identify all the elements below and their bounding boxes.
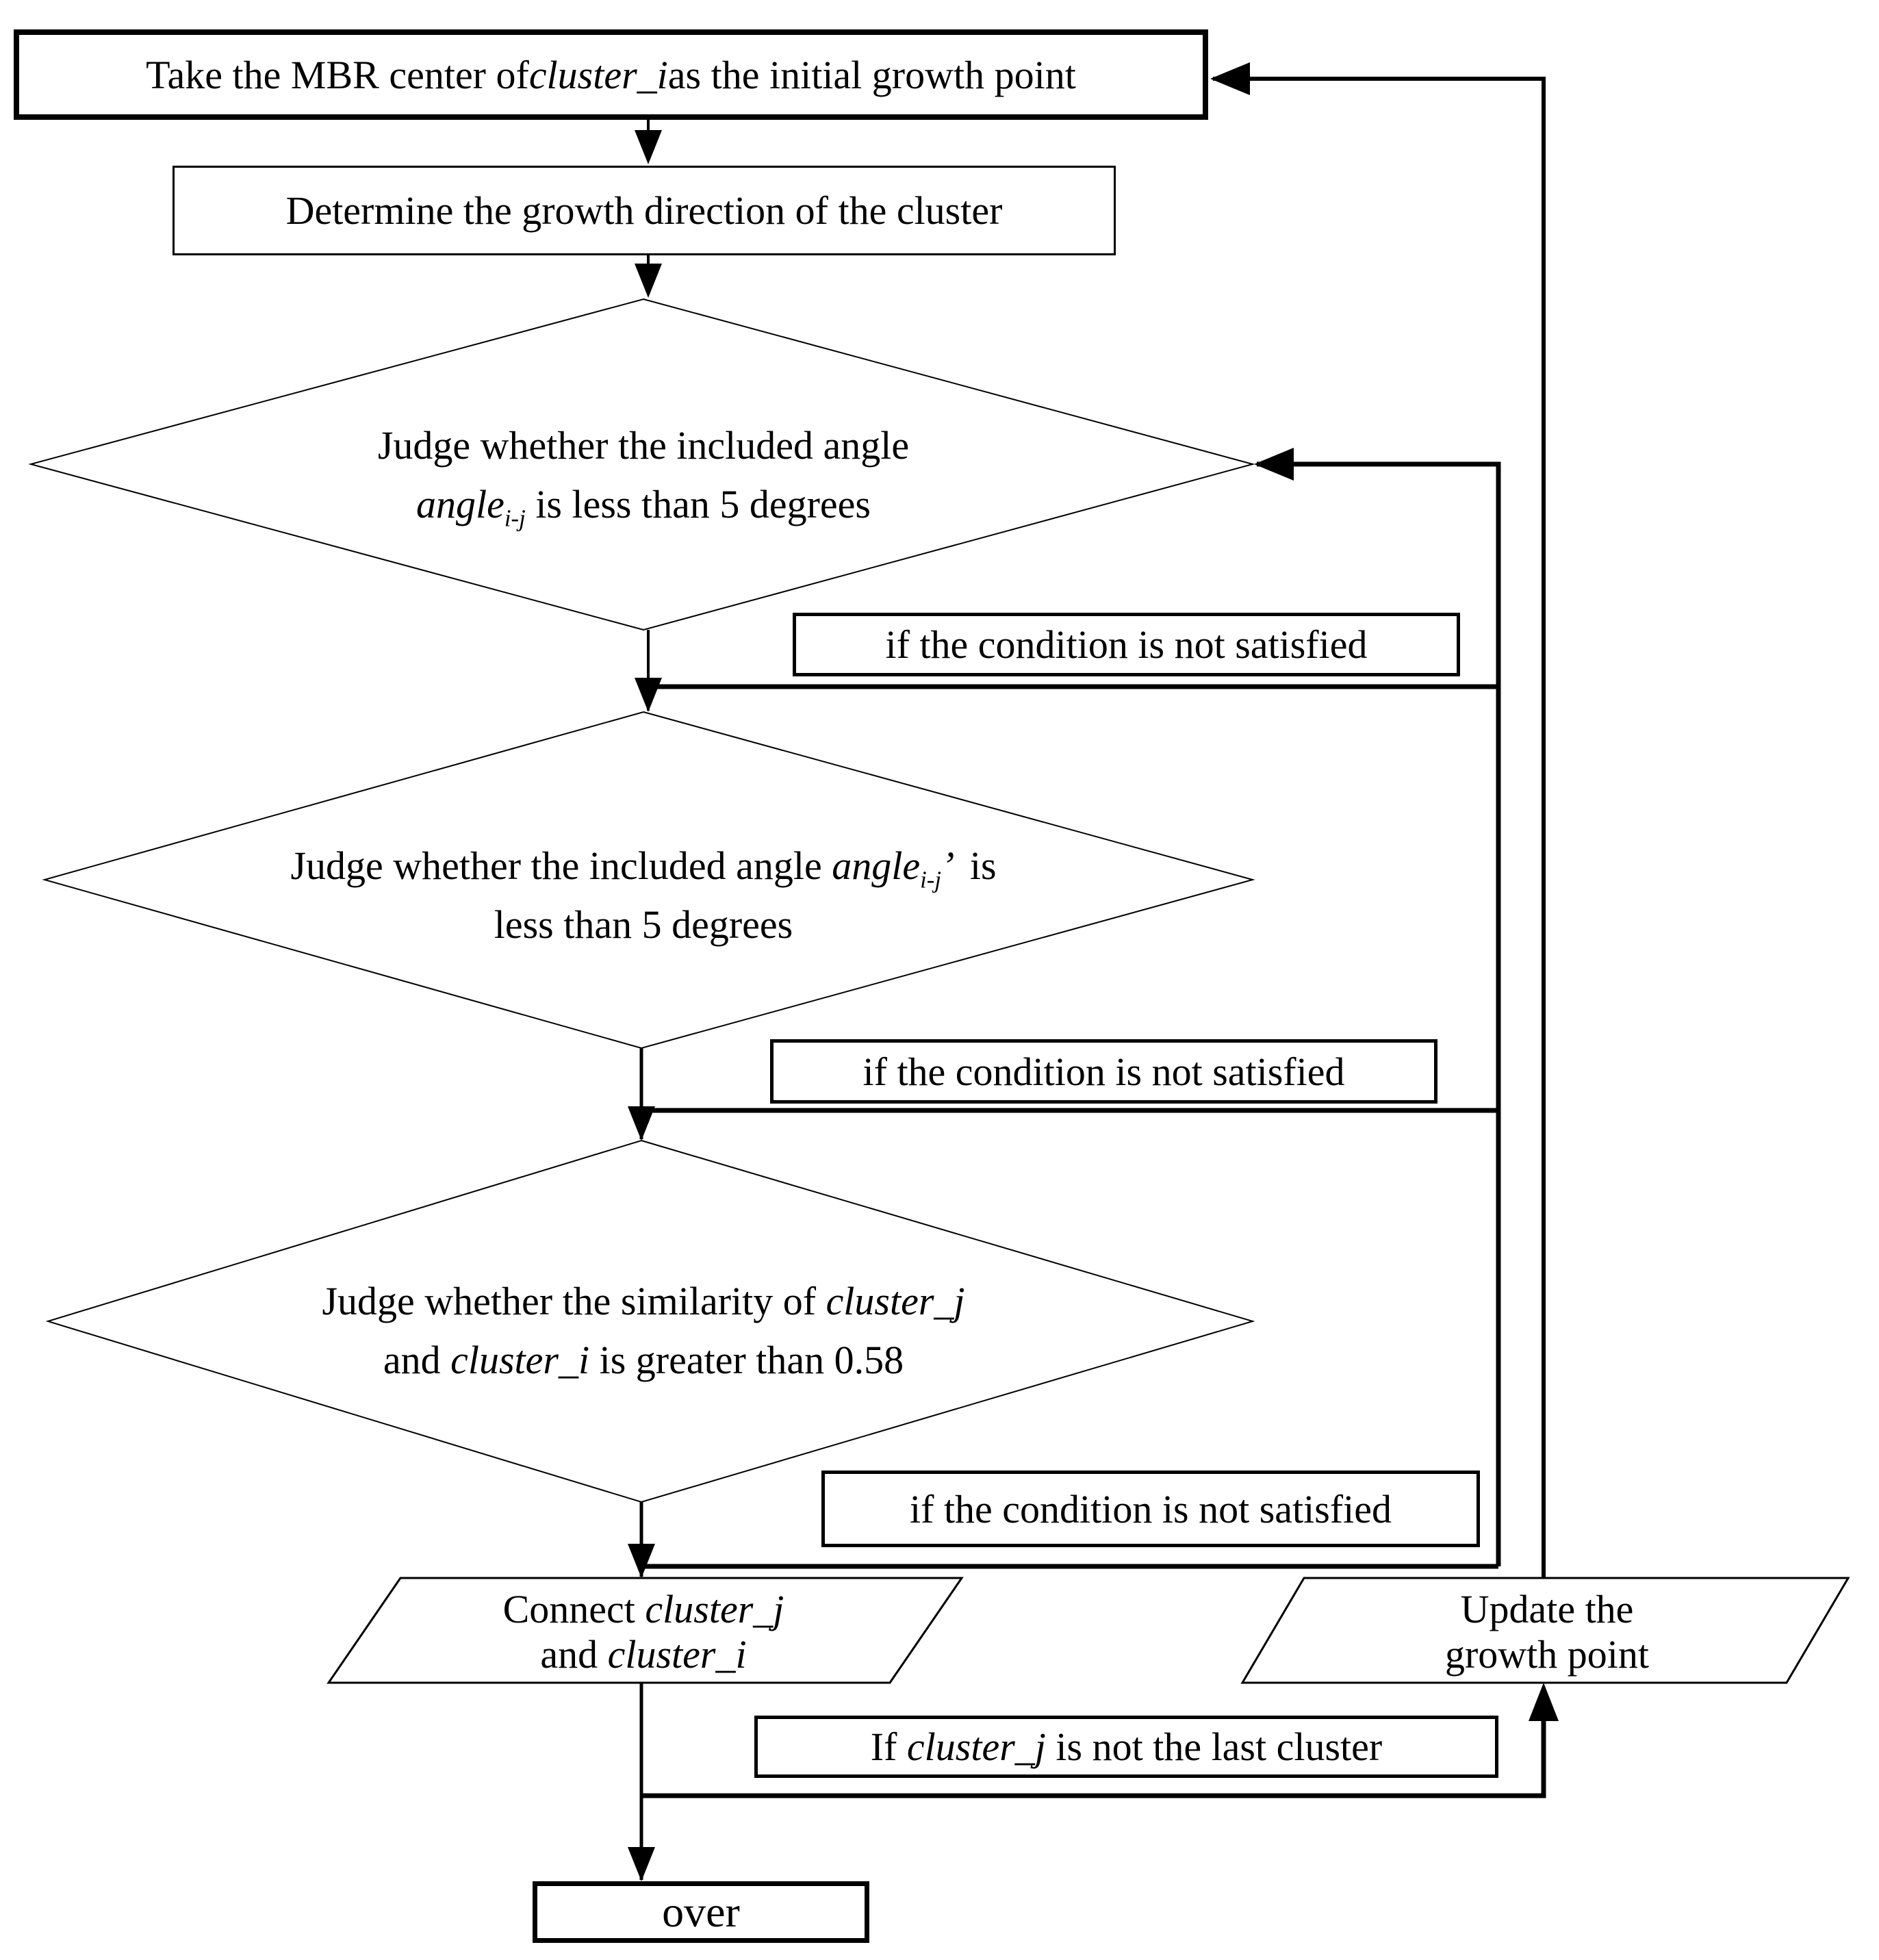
- connect-line2-pre: and: [540, 1632, 608, 1677]
- decision-similarity-line2-pre: and: [383, 1338, 451, 1382]
- update-line2-text: growth point: [1444, 1632, 1650, 1677]
- decision-angle-var: angle: [416, 482, 504, 526]
- arrowhead-into-update: [1529, 1683, 1559, 1721]
- decision-angle-prime-line1: Judge whether the included angle anglei-…: [96, 837, 1191, 895]
- start-label-pre: Take the MBR center of: [146, 52, 529, 97]
- decision-angle-prime-line2-text: less than 5 degrees: [494, 902, 793, 947]
- decision-angle-line1-text: Judge whether the included angle: [377, 423, 910, 468]
- diamond-angle-shape: [28, 298, 1255, 631]
- decision-similarity-line2-var: cluster_i: [450, 1338, 590, 1382]
- node-connect-text: Connect cluster_j and cluster_i: [335, 1587, 951, 1677]
- node-determine: Determine the growth direction of the cl…: [172, 166, 1116, 255]
- update-line1-text: Update the: [1460, 1587, 1634, 1631]
- decision-angle-prime-var: angle: [832, 843, 921, 888]
- node-update-text: Update the growth point: [1273, 1587, 1821, 1677]
- node-decision-angle-prime-text: Judge whether the included angle anglei-…: [96, 837, 1191, 954]
- decision-similarity-line1-var: cluster_j: [826, 1279, 965, 1323]
- arrowhead-into-connect: [628, 1544, 655, 1578]
- connect-line1-var: cluster_j: [645, 1587, 784, 1631]
- connect-shape: [327, 1577, 964, 1684]
- connect-line2: and cluster_i: [335, 1632, 951, 1677]
- arrowhead-into-diamond3: [628, 1106, 655, 1141]
- update-shape: [1240, 1577, 1850, 1684]
- update-line2: growth point: [1273, 1632, 1821, 1677]
- not-last-var: cluster_j: [906, 1724, 1046, 1769]
- connect-line1: Connect cluster_j: [335, 1587, 951, 1632]
- edge-label-not-satisfied-1: if the condition is not satisfied: [793, 613, 1460, 676]
- start-label-var: cluster_i: [528, 52, 668, 97]
- node-start: Take the MBR center of cluster_i as the …: [14, 29, 1208, 120]
- not-satisfied-1-text: if the condition is not satisfied: [885, 622, 1368, 667]
- arrowhead-into-diamond2: [635, 678, 662, 712]
- connect-line2-var: cluster_i: [607, 1632, 747, 1677]
- loop-update-to-start: [1213, 77, 1546, 1578]
- decision-angle-line2: anglei-j is less than 5 degrees: [130, 475, 1157, 534]
- node-decision-similarity-text: Judge whether the similarity of cluster_…: [96, 1272, 1191, 1390]
- decision-angle-prime-pre: Judge whether the included angle: [290, 843, 832, 888]
- decision-angle-prime-line2: less than 5 degrees: [96, 895, 1191, 954]
- decision-similarity-line2-post: is greater than 0.58: [589, 1338, 904, 1382]
- edge-label-not-satisfied-2: if the condition is not satisfied: [770, 1039, 1437, 1104]
- loop-not-satisfied: [1257, 461, 1501, 1566]
- decision-angle-line1: Judge whether the included angle: [130, 416, 1157, 475]
- arrowhead-into-diamond1-right: [1254, 448, 1294, 481]
- arrowhead-into-over: [628, 1847, 655, 1881]
- not-last-post: is not the last cluster: [1045, 1724, 1383, 1769]
- arrowhead-into-start: [1210, 62, 1250, 95]
- decision-angle-prime-post: is: [960, 843, 997, 888]
- not-satisfied-3-text: if the condition is not satisfied: [910, 1486, 1392, 1531]
- not-satisfied-2-text: if the condition is not satisfied: [862, 1049, 1345, 1094]
- node-decision-angle-text: Judge whether the included angle anglei-…: [130, 416, 1157, 534]
- decision-angle-post: is less than 5 degrees: [525, 482, 871, 526]
- branch-line-4: [640, 1691, 1546, 1798]
- arrowhead-into-determine: [635, 130, 662, 164]
- decision-angle-sub: i-j: [504, 505, 526, 532]
- not-last-pre: If: [870, 1724, 907, 1769]
- decision-angle-prime-mark: ’: [941, 843, 960, 888]
- edge-label-not-last: If cluster_j is not the last cluster: [754, 1716, 1498, 1778]
- arrowhead-into-diamond1: [635, 264, 662, 298]
- update-line1: Update the: [1273, 1587, 1821, 1632]
- edge-label-not-satisfied-3: if the condition is not satisfied: [821, 1471, 1480, 1547]
- decision-similarity-line1-pre: Judge whether the similarity of: [322, 1279, 826, 1323]
- decision-angle-prime-sub: i-j: [920, 866, 942, 893]
- start-label-post: as the initial growth point: [667, 52, 1076, 97]
- node-over: over: [533, 1881, 869, 1943]
- decision-similarity-line2: and cluster_i is greater than 0.58: [96, 1331, 1191, 1390]
- decision-similarity-line1: Judge whether the similarity of cluster_…: [96, 1272, 1191, 1331]
- over-label: over: [662, 1887, 740, 1936]
- connect-line1-pre: Connect: [502, 1587, 645, 1631]
- determine-label: Determine the growth direction of the cl…: [285, 188, 1003, 233]
